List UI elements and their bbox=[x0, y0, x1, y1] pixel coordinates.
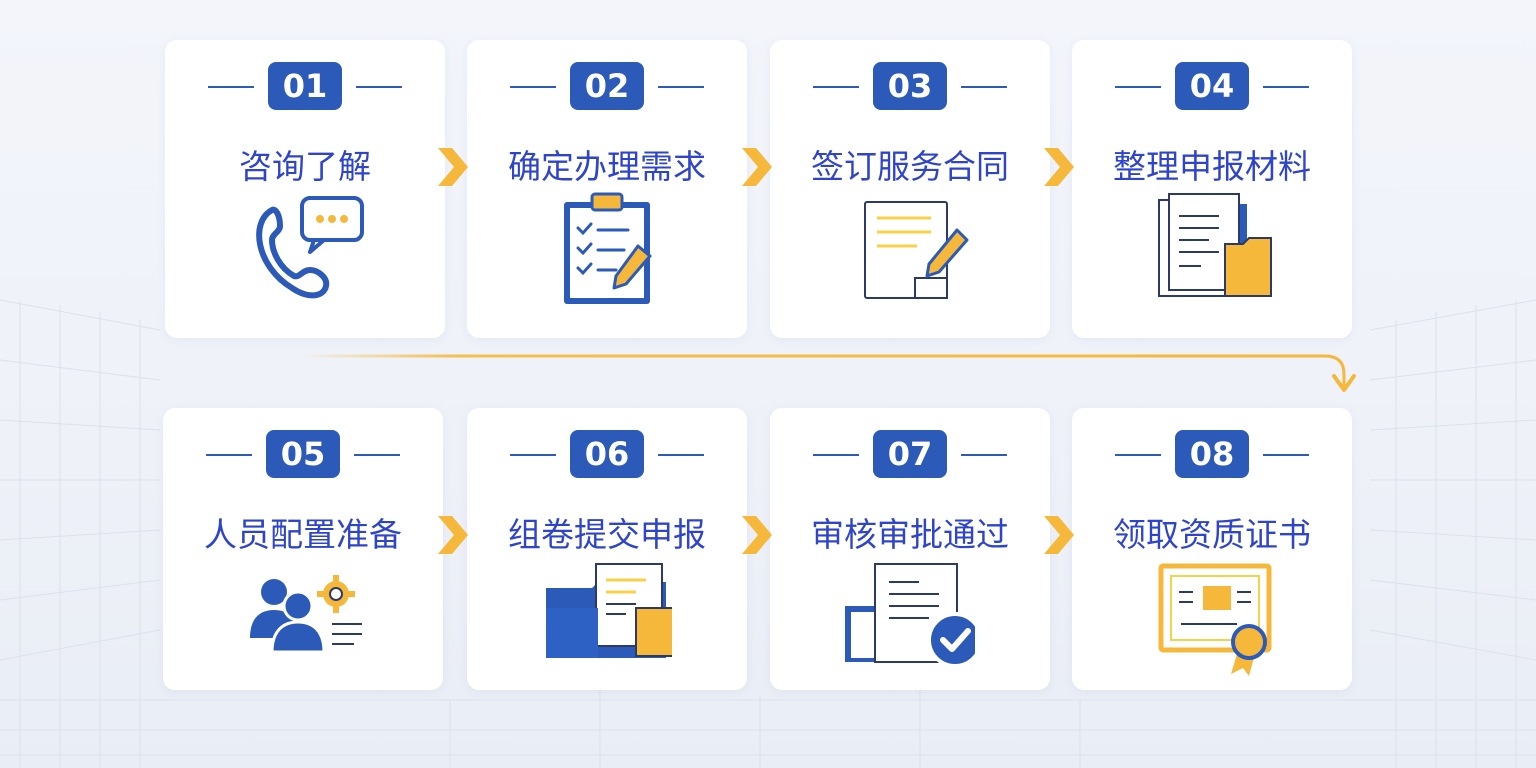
step-card-03: 03 签订服务合同 bbox=[770, 40, 1050, 338]
certificate-icon bbox=[1158, 563, 1272, 676]
dash-right bbox=[658, 454, 704, 456]
documents-folder-icon bbox=[1158, 193, 1272, 297]
dash-left bbox=[206, 454, 252, 456]
step-card-05: 05 人员配置准备 bbox=[163, 408, 443, 690]
step-card-08: 08 领取资质证书 bbox=[1072, 408, 1352, 690]
dash-right bbox=[961, 86, 1007, 88]
dash-left bbox=[1115, 454, 1161, 456]
chevron-right-icon bbox=[1044, 148, 1074, 186]
chevron-right-icon bbox=[742, 148, 772, 186]
step-number: 01 bbox=[268, 62, 342, 110]
phone-chat-icon bbox=[256, 196, 364, 299]
step-card-06: 06 组卷提交申报 bbox=[467, 408, 747, 690]
step-number: 07 bbox=[873, 430, 947, 478]
chevron-right-icon bbox=[438, 516, 468, 554]
step-number: 04 bbox=[1175, 62, 1249, 110]
step-number: 03 bbox=[873, 62, 947, 110]
dash-right bbox=[1263, 454, 1309, 456]
clipboard-checklist-icon bbox=[564, 192, 652, 304]
people-gear-icon bbox=[250, 575, 362, 654]
step-card-04: 04 整理申报材料 bbox=[1072, 40, 1352, 338]
folder-documents-icon bbox=[546, 563, 672, 658]
step-number: 02 bbox=[570, 62, 644, 110]
chevron-right-icon bbox=[1044, 516, 1074, 554]
dash-right bbox=[354, 454, 400, 456]
step-card-01: 01 咨询了解 bbox=[165, 40, 445, 338]
dash-left bbox=[510, 454, 556, 456]
step-title: 审核审批通过 bbox=[811, 515, 1009, 554]
dash-right bbox=[356, 86, 402, 88]
step-title: 整理申报材料 bbox=[1113, 147, 1311, 186]
step-card-02: 02 确定办理需求 bbox=[467, 40, 747, 338]
dash-right bbox=[1263, 86, 1309, 88]
dash-right bbox=[961, 454, 1007, 456]
step-card-07: 07 审核审批通过 bbox=[770, 408, 1050, 690]
dash-left bbox=[1115, 86, 1161, 88]
document-approved-icon bbox=[845, 563, 975, 668]
dash-left bbox=[813, 86, 859, 88]
step-title: 确定办理需求 bbox=[508, 147, 706, 186]
step-title: 签订服务合同 bbox=[811, 147, 1009, 186]
step-number: 08 bbox=[1175, 430, 1249, 478]
step-title: 咨询了解 bbox=[239, 147, 371, 186]
dash-right bbox=[658, 86, 704, 88]
step-title: 组卷提交申报 bbox=[508, 515, 706, 554]
chevron-right-icon bbox=[742, 516, 772, 554]
chevron-right-icon bbox=[438, 148, 468, 186]
step-title: 人员配置准备 bbox=[204, 515, 402, 554]
step-title: 领取资质证书 bbox=[1113, 515, 1311, 554]
step-number: 05 bbox=[266, 430, 340, 478]
row-connector-arrow bbox=[300, 354, 1356, 392]
dash-left bbox=[510, 86, 556, 88]
dash-left bbox=[813, 454, 859, 456]
contract-sign-icon bbox=[864, 201, 969, 299]
dash-left bbox=[208, 86, 254, 88]
step-number: 06 bbox=[570, 430, 644, 478]
